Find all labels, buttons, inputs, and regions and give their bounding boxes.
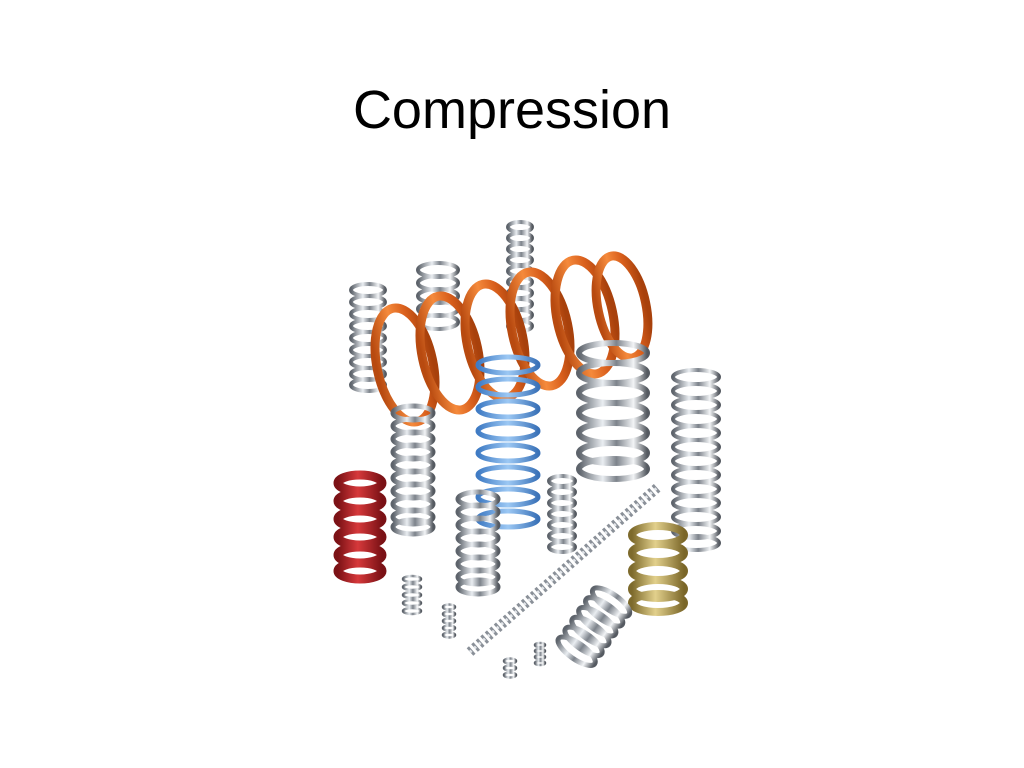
gold-spring [628,522,688,616]
chrome-spring-front-left [390,403,436,537]
chrome-spring-angled-front [555,585,633,668]
chrome-spring-large-right [576,340,650,482]
chrome-spring-small-mid [547,474,577,554]
slide-title: Compression [352,80,672,140]
springs-photo [333,220,721,679]
chrome-spring-center-front [455,489,501,597]
chrome-spring-far-right [671,368,721,552]
red-spring [333,470,387,584]
orange-spring [370,251,653,427]
tiny-springs [401,574,547,679]
blue-spring [475,354,541,530]
